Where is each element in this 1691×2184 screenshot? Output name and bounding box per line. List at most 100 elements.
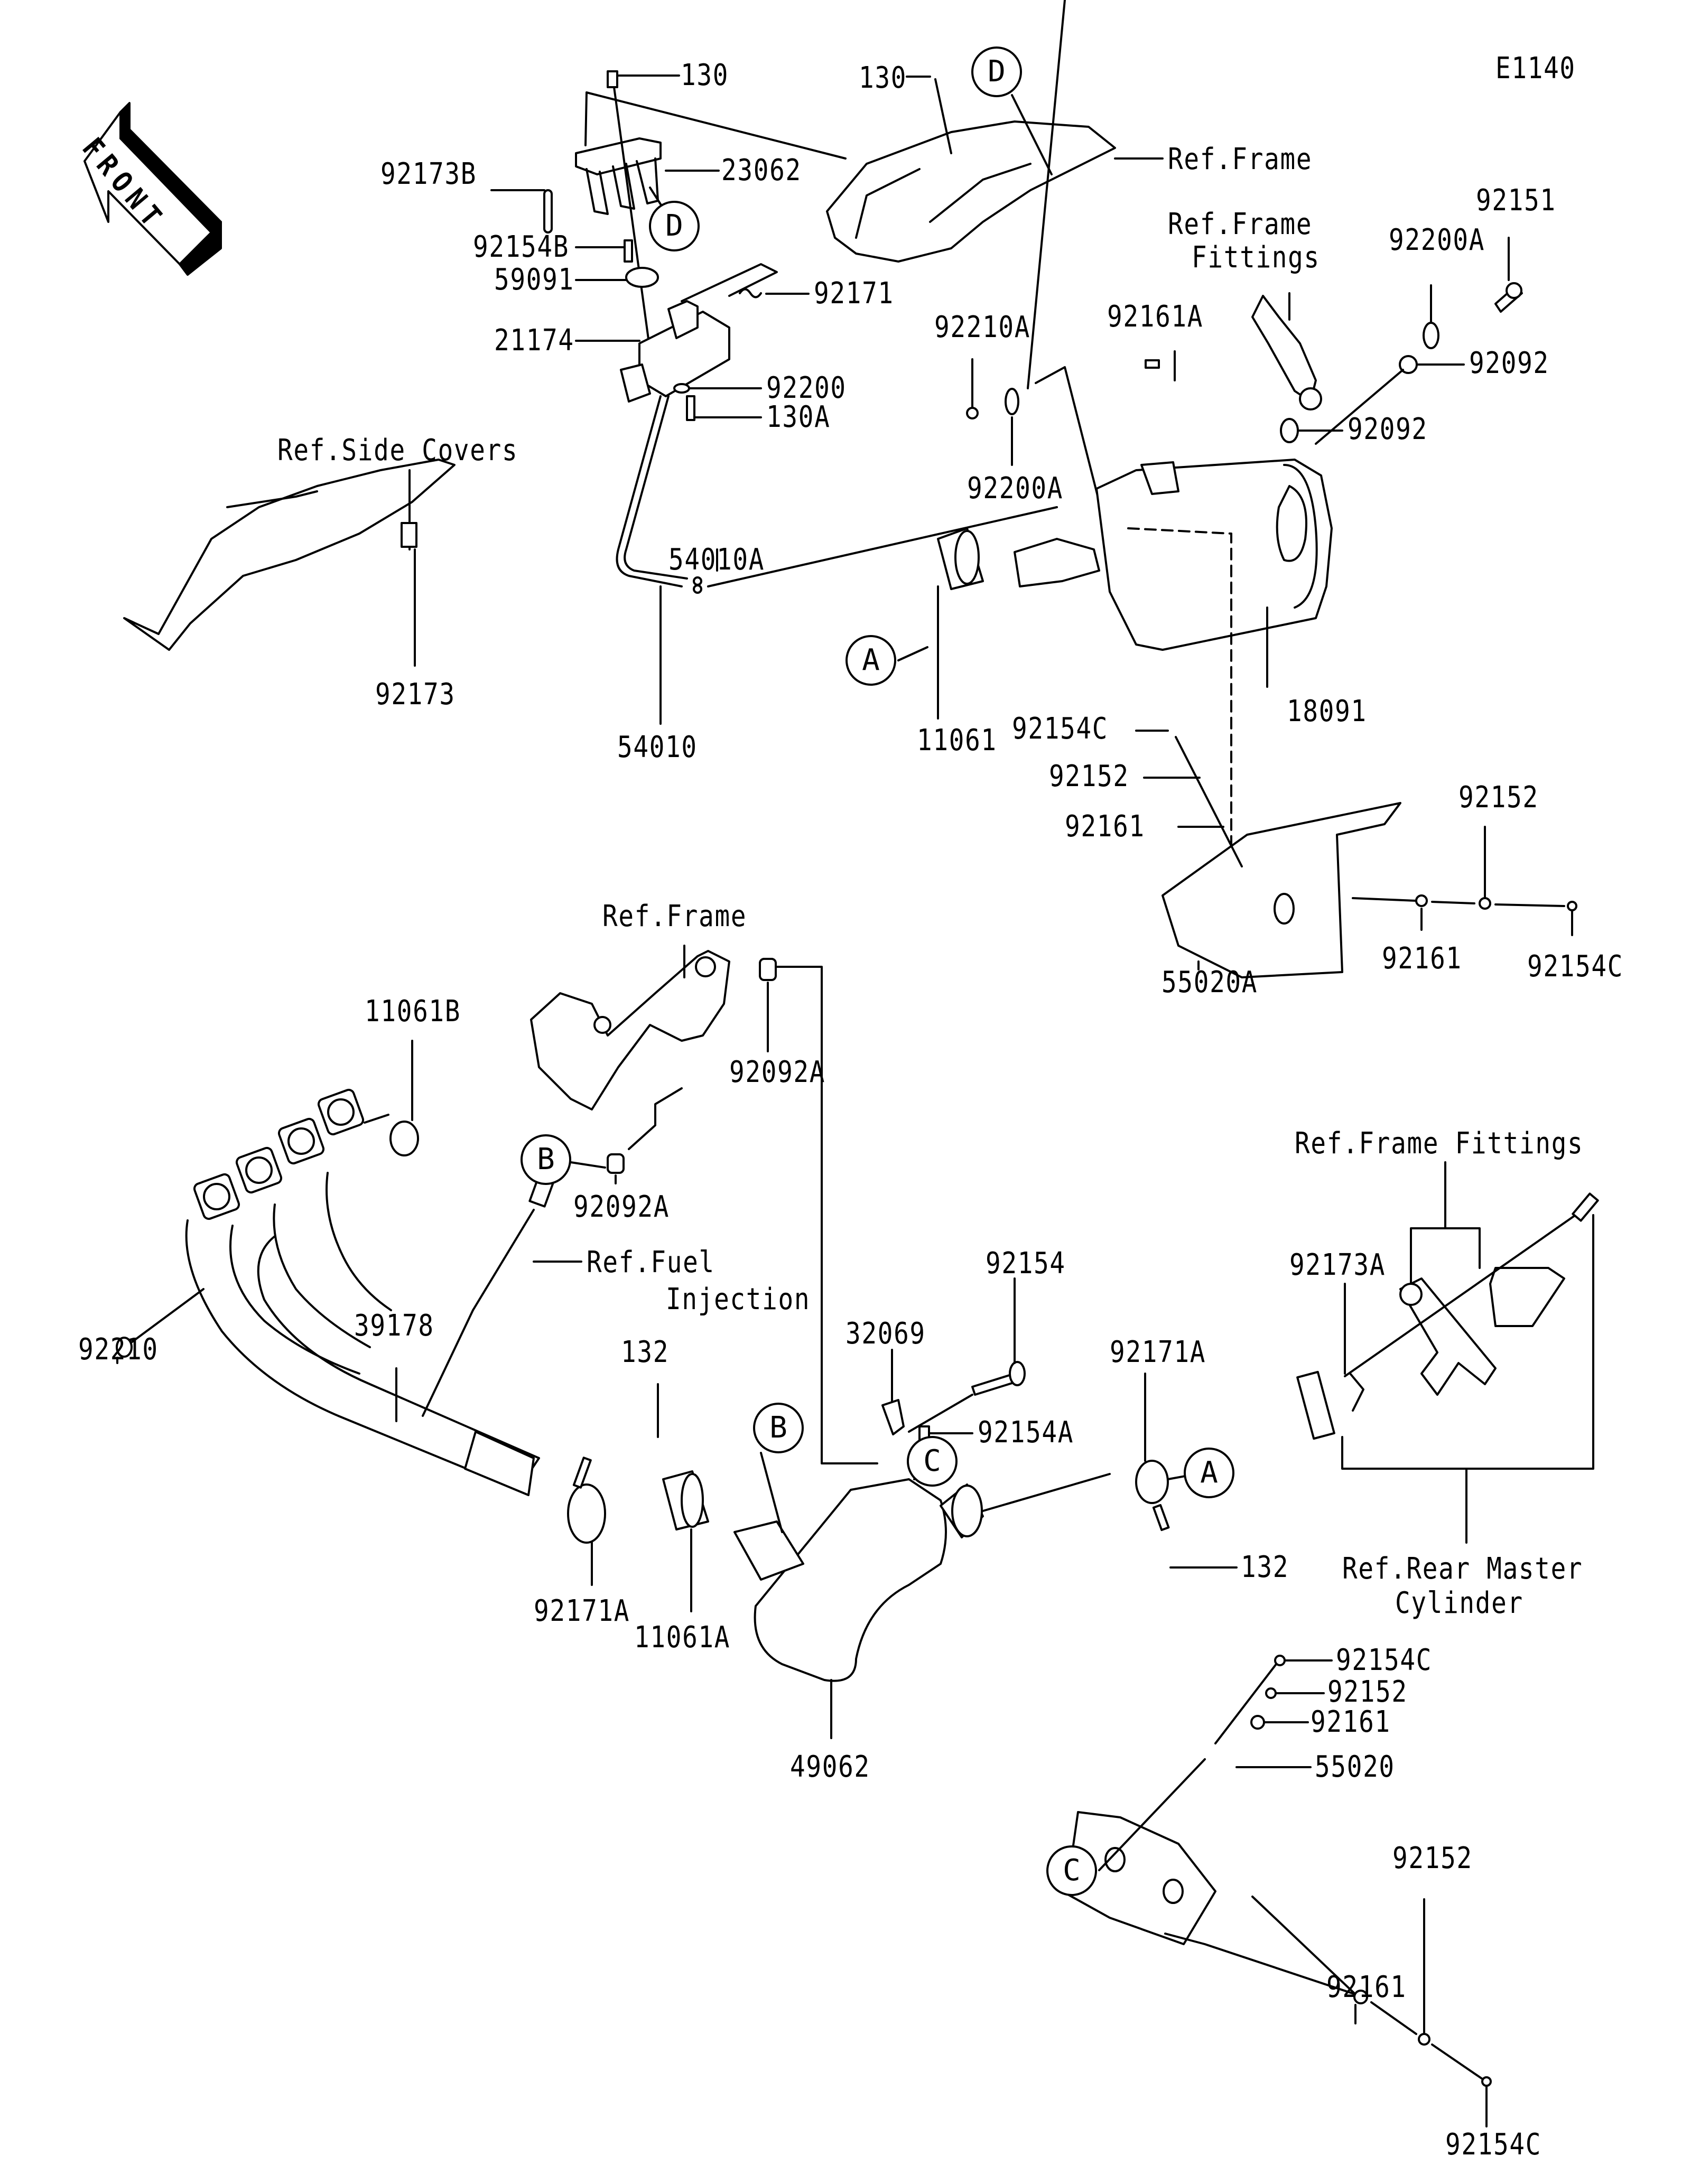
label-32069: 32069: [846, 1317, 926, 1351]
label-23062: 23062: [721, 153, 802, 188]
label-92210A: 92210A: [934, 310, 1031, 344]
ref-circle-a-lower: A: [1184, 1448, 1234, 1498]
ref-circle-d-left: D: [649, 201, 700, 251]
leader-pipe-to-clamp: [982, 1473, 1111, 1512]
side-cover-bracket-shape: [123, 459, 456, 651]
label-ref-frame-fittings-top-2: Fittings: [1192, 240, 1320, 275]
collar-92152-bottom-shape: [1418, 2033, 1430, 2046]
diagram-id: E1140: [1495, 51, 1576, 86]
label-92152-low: 92152: [1327, 1675, 1408, 1709]
grommet-59091-shape: [625, 267, 659, 288]
label-ref-frame-top: Ref.Frame: [1168, 142, 1313, 176]
label-92200A-mid: 92200A: [967, 471, 1064, 506]
actuator-21174-shape: [620, 263, 778, 403]
bolt-92154C-bottom-shape: [1481, 2076, 1492, 2087]
label-92200A-top: 92200A: [1389, 223, 1485, 257]
label-55020A: 55020A: [1162, 965, 1258, 1000]
label-92092-a: 92092: [1469, 346, 1549, 380]
label-21174: 21174: [494, 323, 574, 358]
label-92154A: 92154A: [978, 1415, 1074, 1450]
clamp-92171A-left-shape: [567, 1457, 606, 1544]
bolt-fitting-shape: [1572, 1192, 1599, 1222]
label-130-right: 130: [859, 61, 907, 95]
label-54010: 54010: [617, 730, 698, 764]
label-132-right: 132: [1241, 1550, 1289, 1584]
nut-92210A-shape: [966, 407, 979, 419]
leader-axis-right-b: [1431, 901, 1475, 904]
washer-92200-shape: [673, 383, 690, 394]
ref-circle-b-lower: B: [753, 1403, 804, 1453]
washer-92200A-mid-shape: [1005, 388, 1019, 415]
label-132-left: 132: [621, 1335, 670, 1369]
nut-92210-shape: [116, 1337, 133, 1358]
frame-top-shape: [826, 120, 1116, 263]
leader-axis-bottom-a: [1370, 2001, 1417, 2035]
label-59091: 59091: [494, 263, 574, 297]
leader-frame-fittings-bracket: [1410, 1227, 1481, 1285]
label-92154B: 92154B: [473, 230, 570, 264]
leader-bolt-axis-mid: [1175, 736, 1243, 867]
leader-A1: [897, 646, 928, 661]
label-92161-low: 92161: [1311, 1705, 1391, 1739]
clip-92173A-shape: [1349, 1373, 1364, 1412]
damper-92161A-shape: [1145, 359, 1160, 369]
grommet-92092A-a-shape: [759, 958, 777, 981]
label-18091: 18091: [1287, 694, 1367, 729]
damper-92161-right-shape: [1415, 894, 1428, 907]
label-92092A-b: 92092A: [573, 1190, 670, 1224]
ref-circle-a-upper: A: [846, 635, 896, 686]
label-92210: 92210: [78, 1332, 159, 1367]
label-39178: 39178: [354, 1309, 434, 1343]
label-11061B: 11061B: [365, 994, 461, 1029]
bracket-23062-shape: [575, 137, 662, 215]
leader-D2: [1011, 94, 1053, 175]
label-92154C-mid: 92154C: [1012, 712, 1109, 746]
ref-circle-c-upper: C: [907, 1436, 958, 1487]
label-ref-frame-fittings-low: Ref.Frame Fittings: [1295, 1126, 1584, 1161]
frame-fitting-upper-shape: [1251, 295, 1322, 410]
label-ref-frame-fittings-top-1: Ref.Frame: [1168, 207, 1313, 241]
grommet-92092A-b-shape: [607, 1153, 625, 1174]
label-92171A-right: 92171A: [1110, 1335, 1206, 1369]
label-11061A: 11061A: [634, 1620, 731, 1655]
clip-92171-shape: [739, 288, 762, 298]
label-92152-right: 92152: [1458, 780, 1539, 815]
leader-bracket-to-frame: [586, 91, 847, 160]
washer-92200A-shape: [1423, 322, 1439, 349]
rear-master-cylinder-shape: [1296, 1370, 1335, 1440]
label-55020: 55020: [1315, 1750, 1395, 1784]
leader-muffler-top-b: [1035, 366, 1100, 503]
muffler-18091-shape: [1014, 459, 1333, 889]
leader-bracket-left: [584, 91, 588, 146]
label-ref-frame-mid: Ref.Frame: [602, 899, 747, 934]
label-54010A: 54010A: [668, 543, 765, 577]
bolt-92154-shape: [971, 1361, 1026, 1396]
label-92173: 92173: [375, 677, 456, 712]
label-92154C-low: 92154C: [1336, 1643, 1433, 1677]
label-92161A: 92161A: [1107, 300, 1204, 334]
grommet-92092-b-shape: [1280, 418, 1299, 443]
label-ref-fuel-1: Ref.Fuel: [587, 1245, 715, 1280]
label-92171A-left: 92171A: [534, 1594, 630, 1628]
ref-circle-b-upper: B: [521, 1134, 571, 1185]
leader-B-bracket-line: [768, 966, 878, 1464]
prechamber-49062-shape: [733, 1478, 984, 1682]
o2-sensor-shape: [422, 1175, 555, 1417]
label-49062: 49062: [790, 1750, 870, 1784]
label-92092A-a: 92092A: [729, 1055, 826, 1089]
label-92171: 92171: [814, 276, 894, 311]
collar-92152-low-shape: [1265, 1687, 1277, 1699]
bracket-32069-shape: [881, 1399, 905, 1435]
clamp-92171A-right-shape: [1135, 1460, 1170, 1532]
bolt-92154C-right-shape: [1567, 901, 1577, 911]
screw-92154B-shape: [624, 239, 633, 263]
label-92092-b: 92092: [1348, 412, 1428, 446]
pin-92173B-shape: [543, 189, 553, 234]
frame-fitting-lower-shape: [1399, 1267, 1565, 1396]
clip-92173-shape: [401, 522, 417, 548]
damper-92161-low-shape: [1250, 1715, 1265, 1730]
ref-circle-d-right: D: [971, 46, 1022, 97]
bolt-92151-shape: [1494, 282, 1523, 313]
leader-130-right-b: [934, 78, 952, 154]
damper-92161-bottom-shape: [1353, 1990, 1368, 2004]
